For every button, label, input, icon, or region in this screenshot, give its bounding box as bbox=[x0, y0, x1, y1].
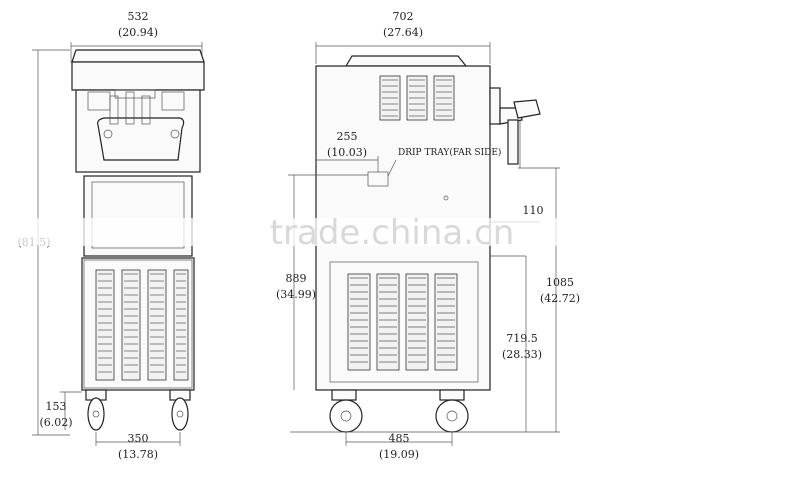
tray-offset-in: (10.03) bbox=[327, 146, 367, 159]
front-base-height-in: (6.02) bbox=[39, 416, 72, 429]
tray-offset-mm: 255 bbox=[337, 130, 358, 143]
front-vent-column bbox=[121, 269, 141, 381]
front-wheelbase-in: (13.78) bbox=[118, 448, 158, 461]
spout-height-in: (42.72) bbox=[540, 292, 580, 305]
panel-height-mm: 719.5 bbox=[506, 332, 538, 345]
panel-height-in: (28.33) bbox=[502, 348, 542, 361]
front-width-mm: 532 bbox=[128, 10, 149, 23]
drip-tray-label: DRIP TRAY(FAR SIDE) bbox=[398, 147, 501, 158]
spout-depth-mm: 110 bbox=[523, 204, 544, 217]
side-depth-in: (27.64) bbox=[383, 26, 423, 39]
front-base-height-mm: 153 bbox=[46, 400, 67, 413]
side-depth-mm: 702 bbox=[393, 10, 414, 23]
front-vent-column bbox=[147, 269, 167, 381]
front-vent-column bbox=[173, 269, 189, 381]
side-wheelbase-mm: 485 bbox=[389, 432, 410, 445]
tray-height-mm: 889 bbox=[286, 272, 307, 285]
front-wheelbase-mm: 350 bbox=[128, 432, 149, 445]
tray-height-in: (34.99) bbox=[276, 288, 316, 301]
watermark: trade.china.cn bbox=[270, 213, 515, 253]
front-width-in: (20.94) bbox=[118, 26, 158, 39]
spout-height-mm: 1085 bbox=[546, 276, 574, 289]
front-vent-column bbox=[95, 269, 115, 381]
side-wheelbase-in: (19.09) bbox=[379, 448, 419, 461]
